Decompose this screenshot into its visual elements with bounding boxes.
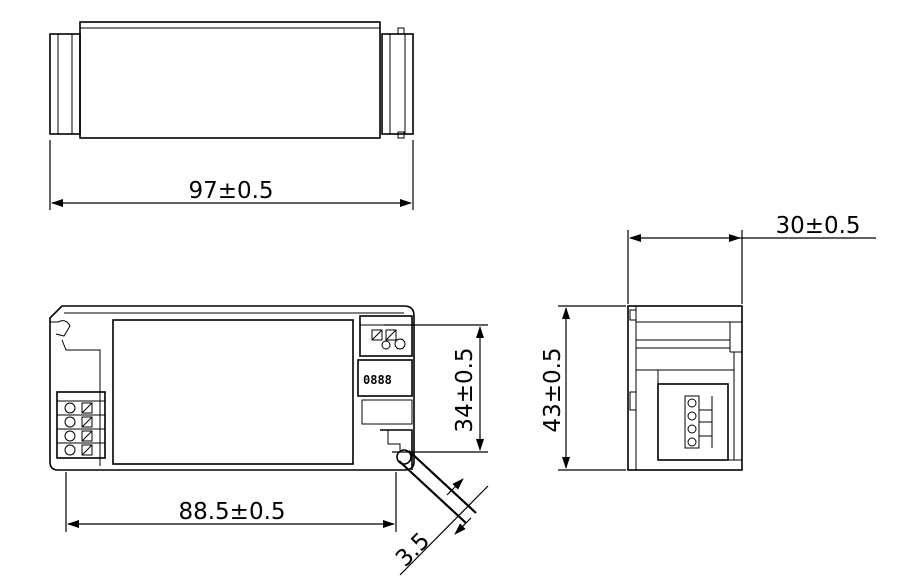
dip-switch-label: 0888 (363, 373, 392, 387)
dim-terminal-offset-label: 88.5±0.5 (178, 499, 285, 525)
dimension-30: 30±0.5 (627, 213, 876, 304)
dim-length-label: 97±0.5 (188, 178, 273, 204)
dimension-34: 34±0.5 (384, 324, 488, 453)
dimension-3-5: 3.5 (391, 478, 489, 576)
dim-depth-label: 30±0.5 (775, 213, 860, 239)
input-terminal-block (56, 391, 106, 459)
side-terminal (684, 395, 713, 449)
dimension-88-5: 88.5±0.5 (65, 472, 397, 532)
dim-overall-height-label: 43±0.5 (540, 347, 566, 432)
dim-body-height-label: 34±0.5 (452, 347, 478, 432)
output-terminal-block (359, 315, 413, 357)
top-view (49, 21, 414, 139)
dip-switch: 0888 (357, 359, 413, 397)
cable (398, 450, 477, 524)
front-view: 0888 (49, 305, 415, 471)
dimension-43: 43±0.5 (540, 305, 626, 471)
side-view (627, 305, 743, 471)
dimension-97: 97±0.5 (49, 140, 414, 210)
dim-cable-label: 3.5 (391, 528, 435, 572)
